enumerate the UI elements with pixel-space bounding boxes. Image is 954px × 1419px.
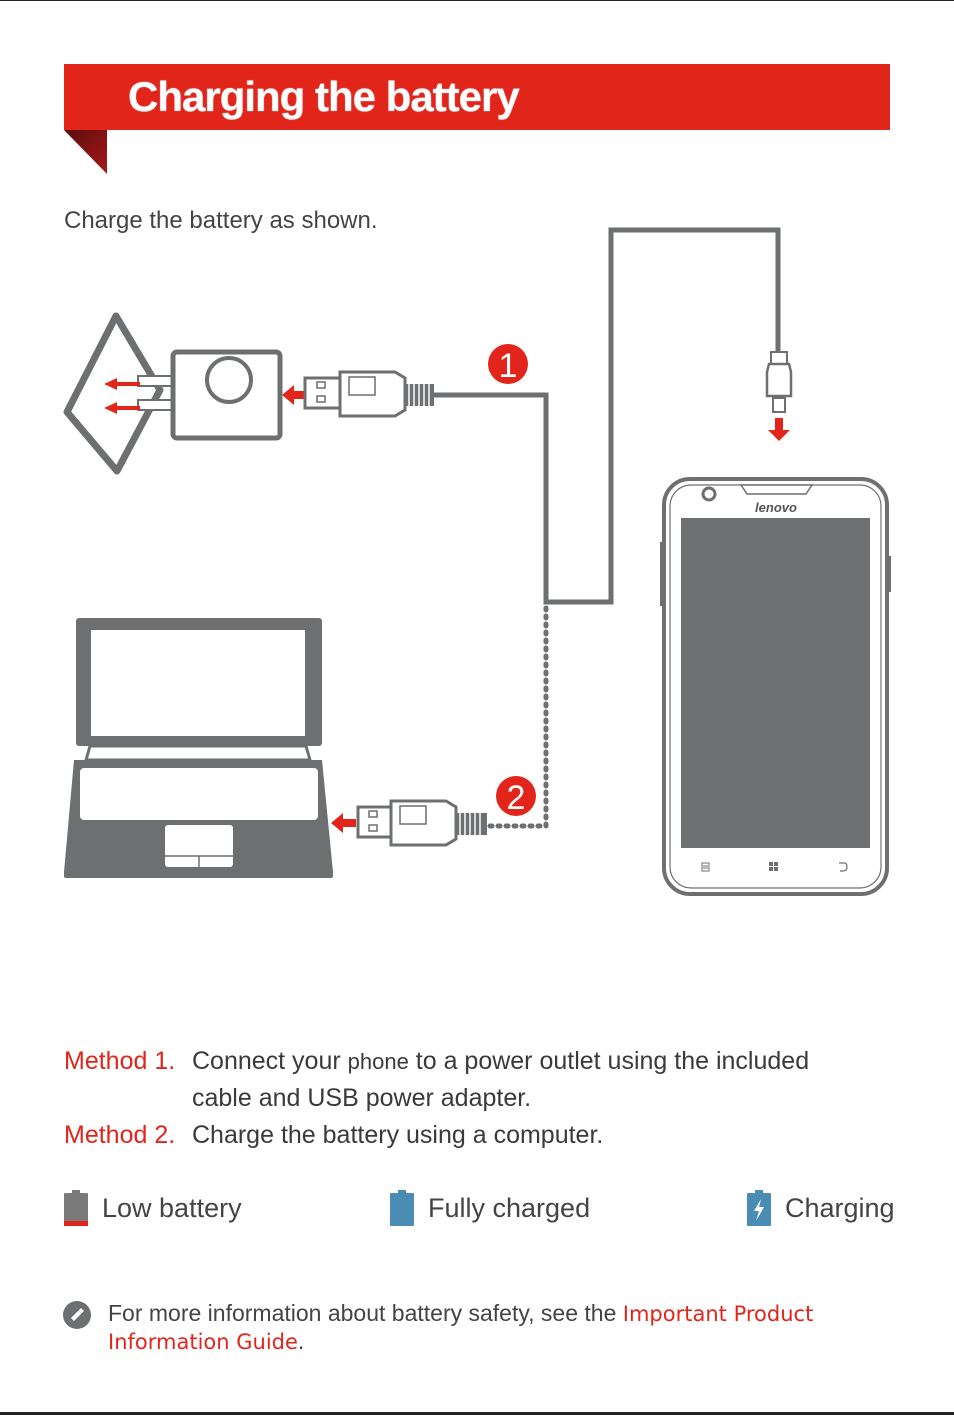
smartphone: lenovo xyxy=(660,477,891,896)
method-1-text-line2: cable and USB power adapter. xyxy=(192,1084,532,1112)
important-product-guide-link[interactable]: Important Product Information Guide xyxy=(108,1302,814,1354)
insert-arrow-adapter xyxy=(282,385,306,405)
method-2-label: Method 2. xyxy=(64,1121,176,1149)
legend-low-battery: Low battery xyxy=(64,1190,242,1226)
note-text: For more information about battery safet… xyxy=(108,1300,898,1356)
usb-plug-1 xyxy=(303,370,434,418)
usb-plug-2 xyxy=(356,799,487,847)
phone-brand-logo: lenovo xyxy=(755,500,797,515)
step-2-number: 2 xyxy=(507,779,526,817)
banner-fold xyxy=(64,130,107,174)
method-1-text-phone: phone xyxy=(347,1049,409,1074)
plug-prongs xyxy=(104,375,179,414)
step-1-number: 1 xyxy=(499,347,518,385)
legend-fully-charged-label: Fully charged xyxy=(428,1192,591,1223)
home-key-icon xyxy=(769,862,778,871)
safety-note: For more information about battery safet… xyxy=(62,1300,898,1356)
title-banner xyxy=(64,64,890,130)
step-1-badge: 1 xyxy=(488,344,528,385)
insert-arrow-laptop xyxy=(331,813,356,833)
battery-low-icon xyxy=(64,1190,88,1226)
legend-charging-label: Charging xyxy=(785,1192,895,1223)
cable-dotted xyxy=(484,605,549,829)
method-1-text-b: to a power outlet using the included xyxy=(408,1047,810,1075)
back-key-icon xyxy=(839,862,848,872)
note-body: For more information about battery safet… xyxy=(108,1300,623,1326)
battery-charging-icon xyxy=(747,1190,771,1226)
page-title: Charging the battery xyxy=(128,73,520,120)
method-1-text-a: Connect your xyxy=(192,1047,348,1075)
cable-main xyxy=(434,227,781,605)
micro-usb-plug xyxy=(765,351,793,413)
methods-list: Method 1. Connect your phone to a power … xyxy=(64,1043,809,1154)
top-rule xyxy=(0,0,954,1)
insert-arrow-phone xyxy=(768,418,790,441)
menu-key-icon xyxy=(701,862,710,872)
battery-full-icon xyxy=(390,1190,414,1226)
method-1-label: Method 1. xyxy=(64,1047,176,1075)
wall-outlet xyxy=(63,312,164,475)
usb-power-adapter xyxy=(170,349,283,441)
charging-diagram: 1 2 len xyxy=(63,227,891,896)
method-1-spacer xyxy=(64,1080,192,1117)
method-1-line2: cable and USB power adapter. xyxy=(64,1080,809,1117)
legend-fully-charged: Fully charged xyxy=(390,1190,590,1226)
method-1-text: Connect your phone to a power outlet usi… xyxy=(192,1043,809,1080)
method-1: Method 1. Connect your phone to a power … xyxy=(64,1043,809,1080)
bottom-rule xyxy=(0,1412,954,1415)
intro-text: Charge the battery as shown. xyxy=(64,207,378,234)
laptop xyxy=(64,618,333,878)
step-2-badge: 2 xyxy=(496,776,536,817)
legend-charging: Charging xyxy=(747,1190,895,1226)
pencil-note-icon xyxy=(63,1301,91,1329)
method-2-text: Charge the battery using a computer. xyxy=(192,1121,604,1149)
note-end: . xyxy=(297,1328,305,1354)
method-2: Method 2. Charge the battery using a com… xyxy=(64,1117,809,1154)
legend-low-battery-label: Low battery xyxy=(102,1192,242,1223)
